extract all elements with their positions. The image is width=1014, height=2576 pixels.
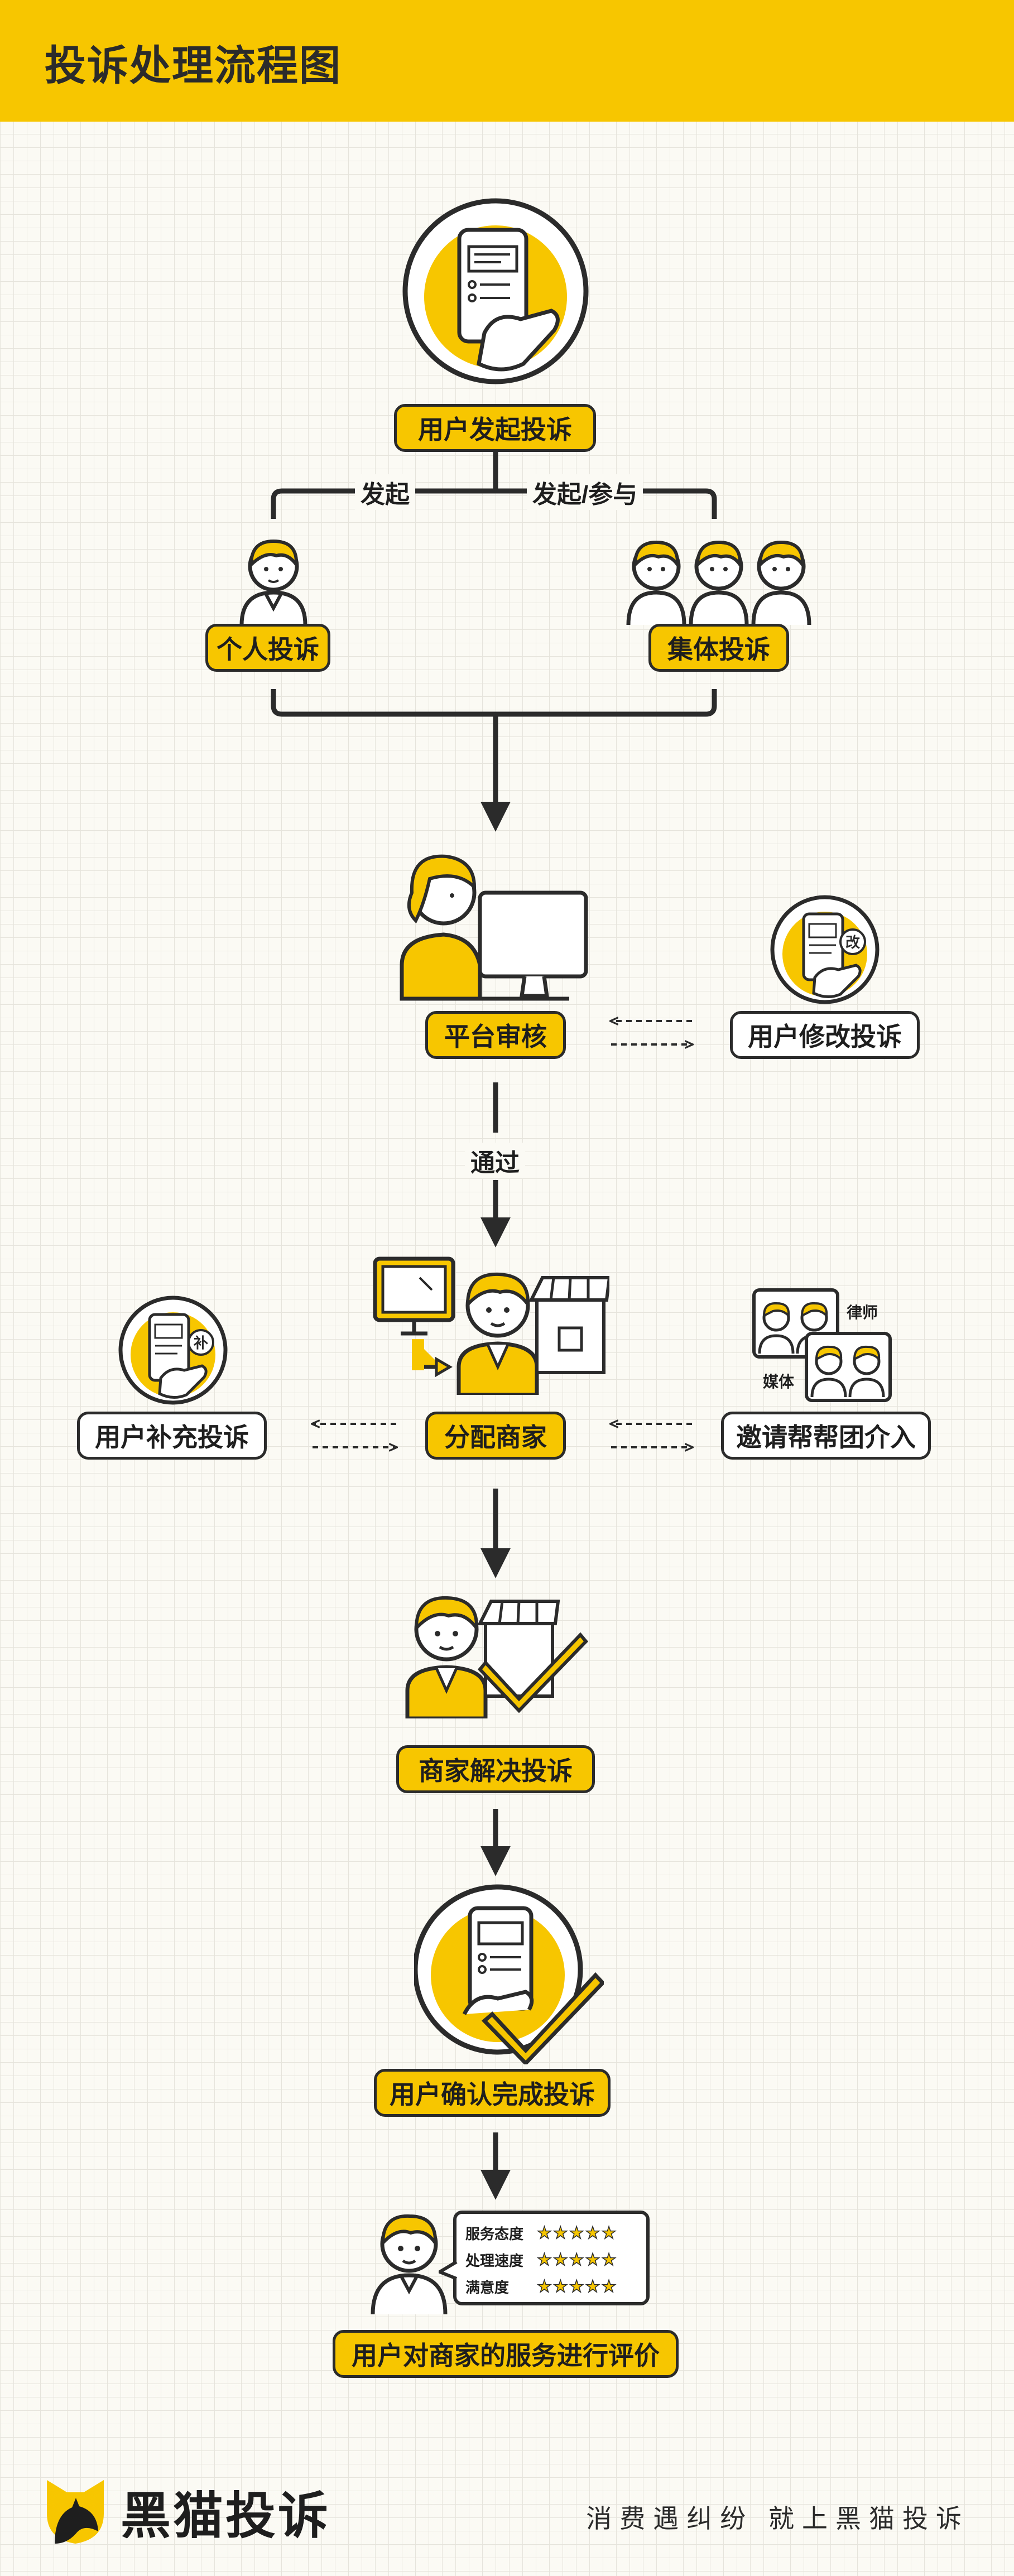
- rating-stars: ★★★★★: [536, 2277, 618, 2296]
- node-modify: 用户修改投诉: [730, 1011, 920, 1059]
- rating-row-speed: 处理速度 ★★★★★: [465, 2246, 637, 2273]
- rating-label: 服务态度: [465, 2225, 524, 2242]
- footer-logo: 黑猫投诉: [45, 2475, 330, 2548]
- footer-brand-name: 黑猫投诉: [121, 2488, 330, 2544]
- node-resolve: 商家解决投诉: [396, 1745, 595, 1793]
- phone-confirm-icon: [414, 1884, 604, 2064]
- rating-label: 满意度: [465, 2279, 510, 2296]
- merchant-resolved-icon: [405, 1596, 589, 1718]
- phone-edit-icon: 改: [770, 895, 880, 1004]
- helpers-icon: 律师 媒体: [752, 1288, 892, 1402]
- modify-badge-text: 改: [845, 934, 860, 951]
- helper-media-label: 媒体: [763, 1373, 795, 1390]
- node-assign: 分配商家: [425, 1412, 566, 1460]
- reviewer-person-icon: [371, 2214, 448, 2314]
- node-invite: 邀请帮帮团介入: [721, 1412, 931, 1460]
- footer-slogan: 消费遇纠纷 就上黑猫投诉: [586, 2504, 969, 2533]
- speech-bubble-tail: [439, 2260, 458, 2280]
- phone-supplement-icon: 补: [118, 1296, 228, 1405]
- node-review: 平台审核: [425, 1011, 566, 1059]
- rating-label: 处理速度: [465, 2252, 524, 2269]
- edge-label-initiate: 发起: [355, 474, 415, 510]
- edge-label-pass: 通过: [465, 1143, 525, 1178]
- helper-lawyer-label: 律师: [847, 1304, 878, 1321]
- phone-hand-icon: [402, 198, 589, 384]
- person-icon: [239, 539, 307, 625]
- reviewer-at-computer-icon: [400, 854, 588, 1001]
- edge-label-initiate-join: 发起/参与: [527, 474, 643, 510]
- page-title: 投诉处理流程图: [45, 42, 342, 89]
- node-individual: 个人投诉: [205, 624, 330, 672]
- rating-card: 服务态度 ★★★★★ 处理速度 ★★★★★ 满意度 ★★★★★: [453, 2211, 650, 2305]
- node-start: 用户发起投诉: [394, 404, 596, 452]
- merchant-assignment-icon: [373, 1256, 609, 1395]
- supplement-badge-text: 补: [194, 1335, 208, 1351]
- group-icon: [626, 540, 811, 625]
- rating-stars: ★★★★★: [536, 2223, 618, 2243]
- connector-merge-bracket: [271, 689, 717, 717]
- rating-stars: ★★★★★: [536, 2250, 618, 2270]
- header-bar: 投诉处理流程图: [0, 0, 1014, 122]
- node-collective: 集体投诉: [648, 624, 789, 672]
- rating-row-satisfaction: 满意度 ★★★★★: [465, 2273, 637, 2300]
- node-supplement: 用户补充投诉: [77, 1412, 267, 1460]
- black-cat-logo-icon: [47, 2480, 104, 2544]
- connector-split-bracket: [271, 488, 717, 519]
- node-confirm: 用户确认完成投诉: [374, 2069, 611, 2117]
- rating-row-service: 服务态度 ★★★★★: [465, 2219, 637, 2246]
- node-evaluate: 用户对商家的服务进行评价: [333, 2330, 679, 2378]
